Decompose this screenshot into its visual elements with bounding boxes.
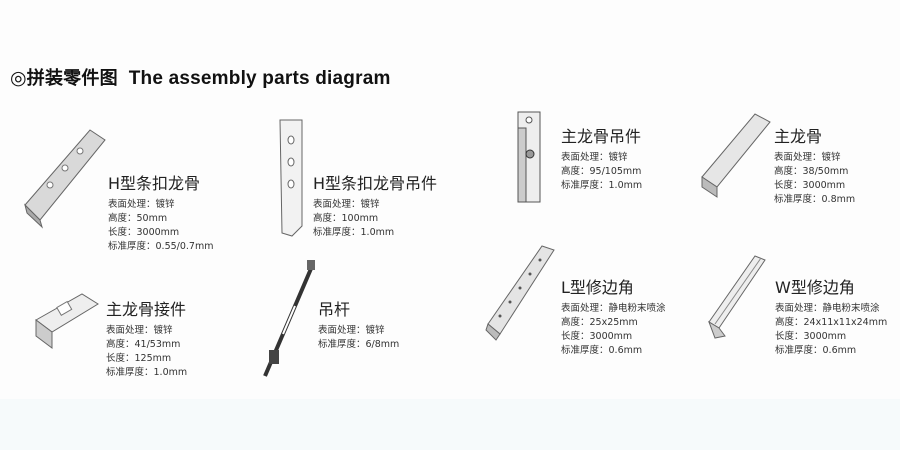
- footer-band: [0, 399, 900, 450]
- w-edge-trim-icon: [708, 255, 766, 339]
- spec-line: 标准厚度：0.55/0.7mm: [108, 241, 214, 252]
- spec-line: 高度：95/105mm: [561, 166, 642, 177]
- spec-line: 标准厚度：1.0mm: [313, 227, 395, 238]
- part-name: 主龙骨接件: [106, 300, 187, 319]
- l-edge-trim-icon: [485, 245, 555, 341]
- part-name: 吊杆: [318, 300, 351, 319]
- spec-line: 高度：38/50mm: [774, 166, 849, 177]
- part-hanger-rod: 吊杆 表面处理：镀锌 标准厚度：6/8mm: [318, 296, 399, 352]
- spec-line: 表面处理：镀锌: [561, 152, 628, 163]
- spec-line: 标准厚度：6/8mm: [318, 339, 400, 350]
- spec-line: 长度：3000mm: [775, 331, 847, 342]
- spec-line: 表面处理：镀锌: [774, 152, 841, 163]
- spec-line: 表面处理：镀锌: [318, 325, 385, 336]
- main-keel-hanger-icon: [517, 111, 541, 203]
- part-name: H型条扣龙骨吊件: [313, 174, 438, 193]
- part-h-clip-keel: H型条扣龙骨 表面处理：镀锌 高度：50mm 长度：3000mm 标准厚度：0.…: [108, 170, 213, 254]
- spec-line: 标准厚度：1.0mm: [106, 367, 188, 378]
- spec-line: 标准厚度：1.0mm: [561, 180, 643, 191]
- part-name: 主龙骨: [774, 127, 823, 146]
- hanger-rod-icon: [263, 260, 315, 377]
- spec-line: 长度：3000mm: [774, 180, 846, 191]
- spec-line: 标准厚度：0.6mm: [775, 345, 857, 356]
- spec-line: 高度：50mm: [108, 213, 168, 224]
- part-h-keel-hanger: H型条扣龙骨吊件 表面处理：镀锌 高度：100mm 标准厚度：1.0mm: [313, 170, 437, 240]
- title-en: The assembly parts diagram: [128, 68, 391, 89]
- part-main-keel: 主龙骨 表面处理：镀锌 高度：38/50mm 长度：3000mm 标准厚度：0.…: [774, 123, 855, 207]
- spec-line: 高度：41/53mm: [106, 339, 181, 350]
- part-w-edge-trim: W型修边角 表面处理：静电粉末喷涂 高度：24x11x11x24mm 长度：30…: [775, 274, 887, 358]
- spec-line: 高度：24x11x11x24mm: [775, 317, 888, 328]
- h-keel-hanger-icon: [279, 119, 303, 237]
- title-cn: 拼装零件图: [26, 68, 118, 89]
- spec-line: 表面处理：镀锌: [106, 325, 173, 336]
- spec-line: 高度：100mm: [313, 213, 379, 224]
- spec-line: 标准厚度：0.8mm: [774, 194, 856, 205]
- title-symbol: ◎: [10, 68, 27, 89]
- main-keel-icon: [701, 113, 771, 198]
- part-main-keel-connector: 主龙骨接件 表面处理：镀锌 高度：41/53mm 长度：125mm 标准厚度：1…: [106, 296, 187, 380]
- spec-line: 表面处理：镀锌: [313, 199, 380, 210]
- main-keel-connector-icon: [35, 293, 99, 349]
- spec-line: 高度：25x25mm: [561, 317, 638, 328]
- part-main-keel-hanger: 主龙骨吊件 表面处理：镀锌 高度：95/105mm 标准厚度：1.0mm: [561, 123, 642, 193]
- spec-line: 表面处理：静电粉末喷涂: [561, 303, 666, 314]
- part-name: L型修边角: [561, 278, 634, 297]
- page-title: ◎拼装零件图 The assembly parts diagram: [10, 64, 391, 90]
- part-name: H型条扣龙骨: [108, 174, 201, 193]
- h-clip-keel-icon: [24, 129, 106, 229]
- part-l-edge-trim: L型修边角 表面处理：静电粉末喷涂 高度：25x25mm 长度：3000mm 标…: [561, 274, 666, 358]
- spec-line: 长度：125mm: [106, 353, 172, 364]
- part-name: 主龙骨吊件: [561, 127, 642, 146]
- spec-line: 表面处理：静电粉末喷涂: [775, 303, 880, 314]
- spec-line: 表面处理：镀锌: [108, 199, 175, 210]
- spec-line: 长度：3000mm: [108, 227, 180, 238]
- spec-line: 长度：3000mm: [561, 331, 633, 342]
- spec-line: 标准厚度：0.6mm: [561, 345, 643, 356]
- part-name: W型修边角: [775, 278, 855, 297]
